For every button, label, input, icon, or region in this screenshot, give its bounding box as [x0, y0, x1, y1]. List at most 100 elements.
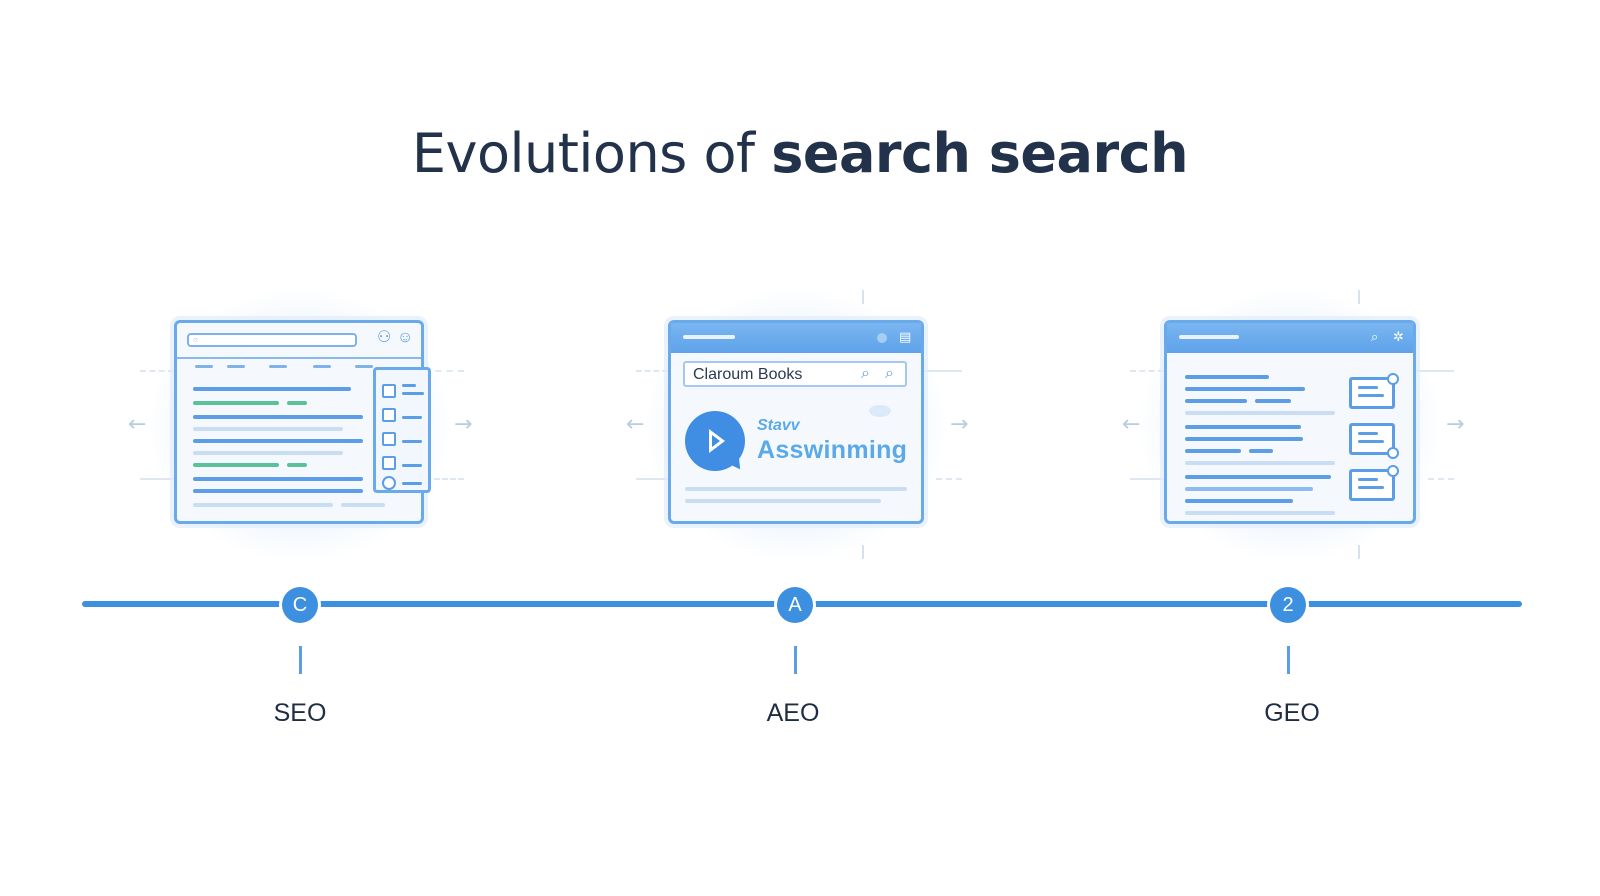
titlebar-line	[683, 335, 735, 339]
generated-line	[1185, 425, 1301, 429]
arrow-right-icon: →	[1446, 412, 1465, 437]
window-titlebar: ⌕ ✲	[1167, 323, 1413, 353]
arrow-right-icon: →	[950, 412, 969, 437]
generated-line	[1185, 399, 1247, 403]
search-icon[interactable]: ⌕	[861, 365, 870, 382]
people-icon: ⚇	[377, 329, 392, 346]
seo-guide-top-left	[140, 370, 174, 372]
generated-line	[1185, 511, 1335, 515]
card-line	[1358, 440, 1384, 443]
generated-line	[1185, 387, 1305, 391]
result-url-line	[287, 401, 307, 405]
play-chat-icon[interactable]	[685, 411, 745, 471]
result-line	[193, 451, 343, 455]
search-icon[interactable]: ⌕	[885, 365, 894, 382]
tab-dash	[195, 365, 213, 368]
stage-label-seo: SEO	[273, 699, 327, 727]
result-line	[193, 477, 363, 481]
printer-icon: ▤	[899, 329, 912, 344]
panel-line	[402, 440, 422, 443]
checkbox-icon	[382, 456, 396, 470]
tab-dash	[227, 365, 245, 368]
card-line	[1358, 478, 1378, 481]
stage-label-aeo: AEO	[766, 699, 820, 727]
panel-line	[402, 464, 422, 467]
result-line	[193, 503, 333, 507]
result-url-line	[193, 463, 279, 467]
checkbox-icon	[382, 384, 396, 398]
timeline-tick	[1287, 646, 1290, 674]
tab-dash	[269, 365, 287, 368]
arrow-left-icon: ←	[1122, 412, 1141, 437]
generated-line	[1185, 499, 1293, 503]
generated-line	[1249, 449, 1273, 453]
titlebar-line	[1179, 335, 1239, 339]
answer-big-text: Asswinming	[757, 436, 908, 464]
aeo-browser-window: ▤ Claroum Books ⌕ ⌕ Stavv Asswinming	[668, 320, 924, 524]
seo-browser-window: ○ ⚇ ☺	[174, 320, 431, 524]
answer-line	[685, 499, 881, 503]
geo-guide-top-right	[1416, 370, 1454, 372]
search-input-text: Claroum Books	[693, 366, 803, 383]
panel-line	[402, 482, 422, 485]
address-bar: ○	[187, 333, 357, 347]
card-line	[1358, 394, 1384, 397]
search-icon[interactable]: ⌕	[1371, 329, 1379, 344]
answer-line	[685, 487, 907, 491]
panel-line	[402, 416, 422, 419]
checkbox-icon	[382, 408, 396, 422]
card-line	[1358, 432, 1378, 435]
seo-side-panel	[373, 367, 431, 493]
generated-line	[1185, 375, 1269, 379]
generated-line	[1185, 487, 1313, 491]
tab-dash	[355, 365, 373, 368]
aeo-guide-top-left	[636, 370, 668, 372]
geo-guide-top-left	[1130, 370, 1164, 372]
card-badge	[1387, 373, 1399, 385]
play-icon-inner	[712, 435, 720, 447]
aeo-guide-bottom-right	[936, 478, 962, 480]
settings-icon[interactable]: ✲	[1393, 329, 1404, 344]
chat-icon: ☺	[397, 329, 414, 346]
checkbox-icon	[382, 432, 396, 446]
geo-guide-bottom-left	[1130, 478, 1164, 480]
card-line	[1358, 386, 1378, 389]
generated-line	[1185, 411, 1335, 415]
timeline-node-seo[interactable]: C	[282, 587, 318, 623]
stage-label-geo: GEO	[1264, 699, 1320, 727]
timeline-tick	[794, 646, 797, 674]
timeline-node-geo[interactable]: 2	[1270, 587, 1306, 623]
answer-small-text: Stavv	[757, 417, 800, 434]
toolbar-divider	[177, 357, 421, 359]
result-url-line	[287, 463, 307, 467]
generated-line	[1185, 475, 1331, 479]
title-bold: search search	[771, 122, 1189, 185]
result-line	[341, 503, 385, 507]
result-line	[193, 489, 363, 493]
aeo-guide-top-right	[924, 370, 962, 372]
titlebar-dot	[877, 333, 887, 343]
arrow-right-icon: →	[454, 412, 473, 437]
result-line	[193, 415, 363, 419]
aeo-vguide-top	[862, 290, 864, 304]
search-input[interactable]: Claroum Books ⌕ ⌕	[683, 361, 907, 387]
card-badge	[1387, 465, 1399, 477]
cloud-icon	[869, 405, 891, 417]
panel-line	[402, 384, 416, 387]
window-titlebar: ▤	[671, 323, 921, 353]
geo-guide-bottom-right	[1428, 478, 1454, 480]
generated-line	[1185, 449, 1241, 453]
geo-browser-window: ⌕ ✲	[1164, 320, 1416, 524]
seo-guide-bottom-right	[434, 478, 464, 480]
lock-icon: ○	[193, 335, 198, 344]
panel-line	[402, 392, 424, 395]
page-title: Evolutions of search search	[0, 122, 1600, 186]
timeline-node-aeo[interactable]: A	[777, 587, 813, 623]
generated-line	[1185, 437, 1303, 441]
title-regular: Evolutions of	[411, 122, 772, 185]
result-url-line	[193, 401, 279, 405]
arrow-left-icon: ←	[128, 412, 147, 437]
card-line	[1358, 486, 1384, 489]
aeo-vguide-bottom	[862, 545, 864, 559]
seo-guide-top-right	[424, 370, 464, 372]
